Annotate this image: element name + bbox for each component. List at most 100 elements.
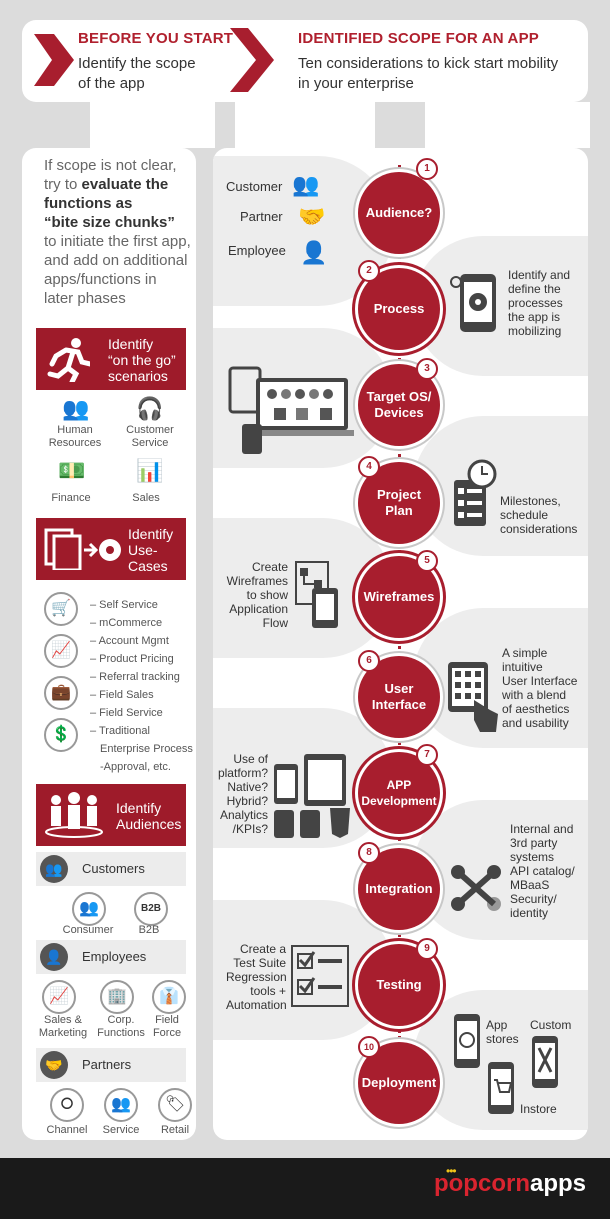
intro-line: and add on additional xyxy=(44,252,188,269)
group-icon xyxy=(45,792,103,838)
service-group-icon: 👥 xyxy=(104,1088,138,1122)
box1-line: “on the go” xyxy=(108,352,176,368)
use-case-item: – Self Service xyxy=(90,599,158,611)
use-case-item: – Traditional xyxy=(90,725,150,737)
footer-bar xyxy=(0,1158,610,1219)
step-number: 6 xyxy=(358,650,380,672)
customers-label: Customers xyxy=(82,861,145,876)
deploy-app-stores: App stores xyxy=(486,1018,519,1046)
use-case-list: – Self Service – mCommerce – Account Mgm… xyxy=(90,596,193,776)
use-case-item: – Field Service xyxy=(90,707,163,719)
step-label: APP Development xyxy=(361,778,437,808)
money-icon: 💵 xyxy=(58,458,86,483)
dev-note: Use of platform? Native? Hybrid? Analyti… xyxy=(217,752,268,836)
audience-partner: Partner xyxy=(240,209,283,224)
running-man-icon xyxy=(47,338,90,382)
audience-employee: Employee xyxy=(228,243,286,258)
partners-label: Partners xyxy=(82,1057,132,1072)
label-sales: Sales xyxy=(132,492,160,504)
header-right-title: IDENTIFIED SCOPE FOR AN APP xyxy=(298,30,539,47)
plan-note: Milestones, schedule considerations xyxy=(500,494,578,536)
touch-ui-icon xyxy=(448,662,498,732)
use-case-item: – Account Mgmt xyxy=(90,635,169,647)
testing-note: Create a Test Suite Regression tools + A… xyxy=(226,942,287,1012)
intro-line: If scope is not clear, xyxy=(44,157,177,174)
employee-person-icon: 👤 xyxy=(300,240,328,265)
header-left-subtitle-2: of the app xyxy=(78,75,145,92)
label-corp-functions: Corp. Functions xyxy=(97,1014,145,1039)
consumer-icon: 👥 xyxy=(72,892,106,926)
use-case-item: – mCommerce xyxy=(90,617,163,629)
wireframes-note: Create Wireframes to show Application Fl… xyxy=(226,560,288,630)
partners-row: 🤝 Partners xyxy=(36,1048,186,1082)
step-label: Integration xyxy=(365,881,433,896)
label-channel: Channel xyxy=(46,1124,88,1136)
documents-gear-icon xyxy=(44,528,121,570)
app-store-phone-icon xyxy=(454,1014,480,1068)
step-number: 9 xyxy=(416,938,438,960)
process-note: Identify and define the processes the ap… xyxy=(508,268,571,338)
ui-note: A simple intuitive User Interface with a… xyxy=(502,646,578,730)
box2-line: Use- xyxy=(128,542,158,558)
building-icon: 🏢 xyxy=(100,980,134,1014)
use-cases-box: Identify Use- Cases xyxy=(36,518,186,580)
step-number: 7 xyxy=(416,744,438,766)
label-sales-marketing: Sales & Marketing xyxy=(38,1014,88,1039)
header-left-subtitle-1: Identify the scope xyxy=(78,55,196,72)
box1-line: scenarios xyxy=(108,368,168,384)
sales-chart-icon: 📊 xyxy=(136,458,164,483)
step-number: 5 xyxy=(416,550,438,572)
step-number: 3 xyxy=(416,358,438,380)
headset-icon: 🎧 xyxy=(136,396,164,421)
intro-bold: functions as xyxy=(44,195,133,212)
intro-line: to initiate the first app, xyxy=(44,233,191,250)
step-number: 4 xyxy=(358,456,380,478)
header-left-title: BEFORE YOU START xyxy=(78,30,234,47)
test-checklist-icon xyxy=(291,945,349,1007)
employee-icon: 👤 xyxy=(40,943,68,971)
step-label: Testing xyxy=(376,977,422,992)
intro-line: try to xyxy=(44,176,82,193)
cart-phone-icon xyxy=(488,1062,514,1114)
calculator-icon: 💲 xyxy=(44,718,78,752)
header-bar xyxy=(22,20,588,102)
field-force-icon: 👔 xyxy=(152,980,186,1014)
brand-logo: popcornapps xyxy=(434,1170,586,1198)
step-label: User Interface xyxy=(371,681,427,712)
tag-icon: 🏷 xyxy=(158,1088,192,1122)
box3-line: Identify xyxy=(116,800,162,816)
box2-line: Cases xyxy=(128,558,168,574)
step-number: 8 xyxy=(358,842,380,864)
customers-icon: 👥 xyxy=(40,855,68,883)
use-case-item: -Approval, etc. xyxy=(100,761,171,773)
intro-bold: “bite size chunks” xyxy=(44,214,175,231)
deploy-custom: Custom xyxy=(530,1018,572,1032)
label-b2b: B2B xyxy=(138,924,160,936)
step-label: Project Plan xyxy=(376,487,422,518)
cart-icon: 🛒 xyxy=(44,592,78,626)
logo-part-popcorn: popcorn xyxy=(433,1170,530,1197)
label-field-force: Field Force xyxy=(152,1014,182,1039)
label-retail: Retail xyxy=(160,1124,190,1136)
wireframe-icon xyxy=(295,561,338,628)
step-label: Target OS/ Devices xyxy=(366,389,432,420)
header-connector-center xyxy=(235,102,375,148)
integration-note: Internal and 3rd party systems API catal… xyxy=(510,822,575,920)
use-case-item: Enterprise Process xyxy=(100,743,193,755)
intro-line: apps/functions in xyxy=(44,271,157,288)
double-chevron-icon xyxy=(230,28,274,92)
label-service: Service xyxy=(102,1124,140,1136)
share-icon: ⭘ xyxy=(50,1088,84,1122)
platforms-icon xyxy=(274,754,350,838)
tools-phone-icon xyxy=(532,1036,558,1088)
customers-row: 👥 Customers xyxy=(36,852,186,886)
handshake-icon: 🤝 xyxy=(40,1051,68,1079)
step-audience: Audience? xyxy=(358,172,440,254)
chevron-icon xyxy=(34,34,74,86)
header-connector-right xyxy=(425,102,590,148)
step-label: Process xyxy=(373,301,425,316)
step-user-interface: User Interface xyxy=(358,656,440,738)
on-the-go-box: Identify “on the go” scenarios xyxy=(36,328,186,390)
use-case-item: – Field Sales xyxy=(90,689,154,701)
